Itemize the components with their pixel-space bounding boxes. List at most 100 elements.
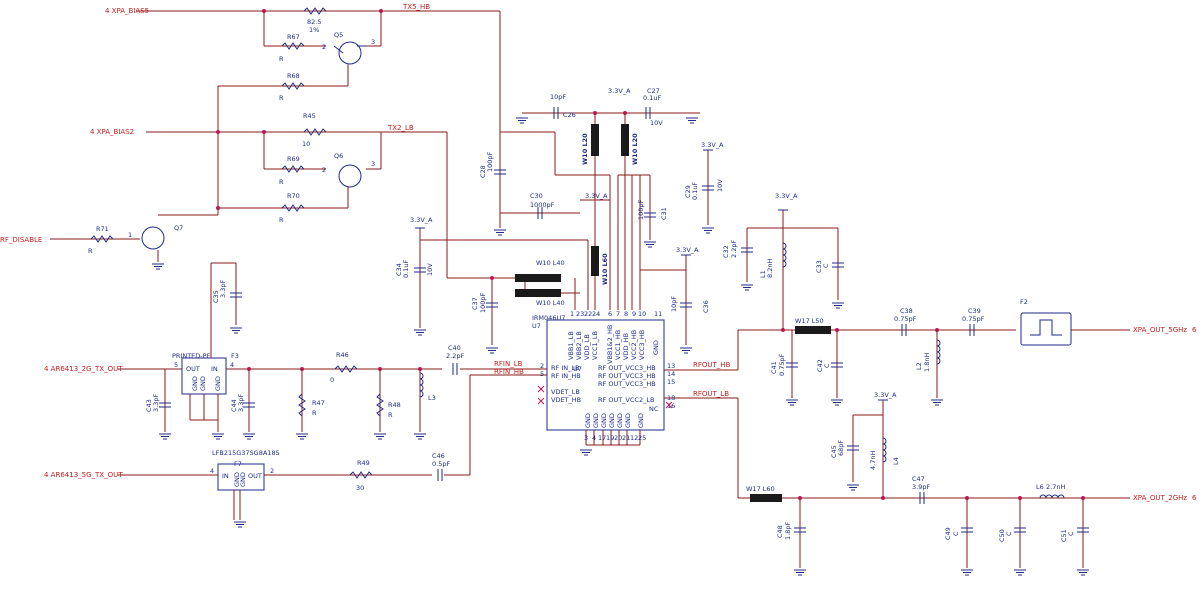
l3-ref: L3 — [428, 394, 436, 402]
c30-ref: C30 — [530, 192, 543, 200]
filter-f2-body — [1020, 312, 1072, 346]
r48-ref: R48 — [388, 401, 401, 409]
u7-pin-gnd-2: GND — [592, 413, 600, 428]
f7-pin-in: IN — [222, 472, 229, 480]
c35-ref: C35 — [212, 290, 220, 303]
c40-value: 2.2pF — [446, 352, 464, 360]
net-rfin-hb: RFIN_HB — [494, 368, 524, 376]
svg-text:3: 3 — [584, 434, 588, 442]
f7-pin-gnd-1: GND — [233, 472, 241, 487]
u7-pin-vdd-hb: VDD_HB — [622, 333, 630, 360]
u7-pin-gnd-5: GND — [616, 413, 624, 428]
bead-w17-l60-label: W17 L60 — [746, 485, 775, 493]
svg-text:7: 7 — [616, 310, 620, 318]
tx-2g-input-path — [118, 262, 547, 440]
r70-value: R — [279, 216, 284, 224]
c42-ref: C42 — [816, 359, 824, 372]
c35-value: 3.3pF — [219, 280, 227, 298]
svg-text:2: 2 — [322, 43, 326, 51]
tx-5g-input-path — [118, 374, 547, 528]
l2-ref: L2 — [915, 362, 923, 370]
bias-2g-block — [146, 86, 525, 279]
c38-ref: C38 — [900, 307, 913, 315]
c47-value: 3.9pF — [912, 483, 930, 491]
u7-pin-vdet-lb: VDET_LB — [551, 388, 580, 396]
r71-ref: R71 — [96, 225, 109, 233]
f3-pin-gnd-2: GND — [199, 376, 207, 391]
u7-pin-vcc1-lb: VCC1_LB — [591, 331, 599, 360]
bead-w17-l50 — [795, 326, 831, 334]
r47-ref: R47 — [312, 399, 325, 407]
u7-pin-rfin-hb: RF IN_HB — [551, 372, 581, 380]
c27-rating: 10V — [650, 119, 663, 127]
r-top-tolerance: 1% — [309, 26, 319, 34]
c29-ref: C29 — [684, 185, 692, 198]
c46-value: 0.5pF — [432, 460, 450, 468]
u7-pin-rfin-lb: RF IN_LB — [551, 364, 579, 372]
net-rfout-lb: RFOUT_LB — [693, 390, 729, 398]
c27-ref: C27 — [647, 87, 660, 95]
port-out-5g-sheet: 6 — [1192, 326, 1197, 334]
u7-pin-gnd-top: GND — [652, 340, 660, 355]
rf-disable-block — [50, 208, 219, 270]
u7-pin-vdet-hb: VDET_HB — [551, 396, 581, 404]
l1-ref: L1 — [759, 270, 767, 278]
r47-value: R — [312, 409, 317, 417]
l4-ref: L4 — [892, 457, 900, 465]
c47-ref: C47 — [912, 475, 925, 483]
hb-output-path — [664, 209, 1130, 406]
c34-rating: 10V — [426, 263, 434, 276]
l1-value: 8.2nH — [766, 259, 774, 278]
svg-text:17: 17 — [598, 434, 606, 442]
u7-pin-gnd-4: GND — [608, 413, 616, 428]
c41-ref: C41 — [770, 361, 778, 374]
r-top-value: 82.5 — [307, 18, 321, 26]
svg-text:1: 1 — [128, 231, 132, 239]
c29-value: 0.1uF — [691, 182, 699, 200]
bias-5g-block — [136, 7, 501, 228]
svg-text:10: 10 — [638, 310, 646, 318]
svg-text:13: 13 — [667, 362, 675, 370]
port-tx-2g-out: 4 AR6413_2G_TX_OUT — [44, 365, 123, 373]
port-xpa-bias2: 4 XPA_BIAS2 — [90, 128, 134, 136]
vcc-label: 3.3V_A — [410, 216, 433, 224]
bead-w10-l60-label: W10 L60 — [601, 253, 609, 285]
u7-pin-rfout-hb-1: RF OUT_VCC3_HB — [598, 364, 656, 372]
c49-ref: C49 — [944, 527, 952, 540]
transistor-q7-symbol — [141, 226, 165, 250]
svg-text:11: 11 — [654, 310, 662, 318]
c26-value: 10pF — [550, 93, 566, 101]
svg-text:20: 20 — [614, 434, 622, 442]
u7-pin-vbb2-lb: VBB2_LB — [575, 331, 583, 360]
bead-w10-l20-a — [591, 124, 599, 156]
u7-ref: U7 — [532, 322, 541, 330]
bead-w10-l40-b — [515, 289, 561, 297]
c48-ref: C48 — [776, 525, 784, 538]
svg-text:15: 15 — [667, 378, 675, 386]
c31-ref: C31 — [660, 207, 668, 220]
svg-text:1: 1 — [570, 310, 574, 318]
vcc-label: 3.3V_A — [585, 192, 608, 200]
r45-ref: R45 — [303, 112, 316, 120]
c33-ref: C33 — [815, 260, 823, 273]
c37-ref: C37 — [471, 297, 479, 310]
u7-pin-gnd-1: GND — [584, 413, 592, 428]
q6-ref: Q6 — [334, 152, 343, 160]
c30-value: 1000pF — [530, 201, 555, 209]
bead-w17-l50-label: W17 L50 — [795, 317, 824, 325]
c44-value: 3.3pF — [237, 394, 245, 412]
nc-markers — [537, 385, 673, 409]
c39-value: 0.75pF — [962, 315, 985, 323]
net-rfout-hb: RFOUT_HB — [693, 361, 731, 369]
port-rf-disable: RF_DISABLE — [0, 236, 42, 244]
vcc-label: 3.3V_A — [701, 141, 724, 149]
r67-value: R — [279, 55, 284, 63]
r69-value: R — [279, 178, 284, 186]
u7-pin-vbb1-lb: VBB1_LB — [567, 331, 575, 360]
u7-pin-nc: NC — [649, 405, 659, 413]
svg-text:2: 2 — [540, 362, 544, 370]
port-out-2g: XPA_OUT_2GHz — [1133, 494, 1187, 502]
svg-text:2: 2 — [322, 166, 326, 174]
u7-pin-vcc3-hb: VCC3_HB — [638, 330, 646, 360]
bead-w10-l20-b-label: W10 L20 — [631, 133, 639, 165]
